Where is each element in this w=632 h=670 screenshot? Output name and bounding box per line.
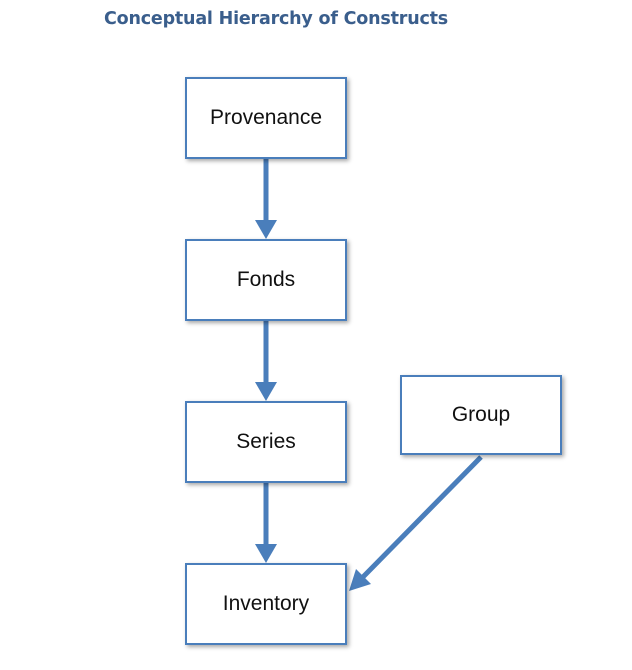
arrow-series-to-inventory xyxy=(255,483,277,563)
node-series-label: Series xyxy=(236,430,296,453)
arrow-fonds-to-series xyxy=(255,321,277,401)
node-inventory-label: Inventory xyxy=(222,592,310,615)
node-fonds: Fonds xyxy=(185,239,347,321)
arrow-group-to-inventory xyxy=(349,455,483,591)
node-fonds-label: Fonds xyxy=(236,268,296,291)
node-series: Series xyxy=(185,401,347,483)
node-group: Group xyxy=(400,375,562,455)
node-inventory: Inventory xyxy=(185,563,347,645)
diagram-title: Conceptual Hierarchy of Constructs xyxy=(104,9,449,29)
node-group-label: Group xyxy=(451,403,511,426)
node-provenance: Provenance xyxy=(185,77,347,159)
arrow-provenance-to-fonds xyxy=(255,159,277,239)
node-provenance-label: Provenance xyxy=(209,106,323,129)
